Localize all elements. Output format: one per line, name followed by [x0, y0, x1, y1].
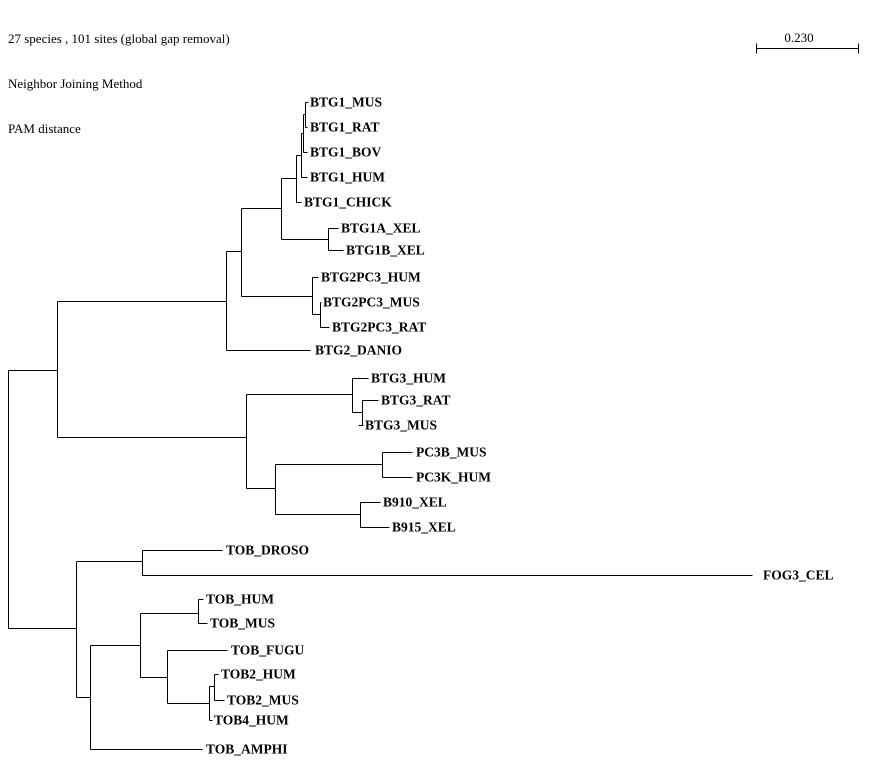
distance-line: PAM distance — [8, 121, 81, 136]
taxon-label: BTG1_BOV — [310, 145, 382, 160]
tree-info-header: 27 species , 101 sites (global gap remov… — [8, 1, 230, 166]
taxon-label: BTG1B_XEL — [346, 243, 425, 258]
taxon-label: B915_XEL — [392, 520, 456, 535]
taxon-label: BTG3_RAT — [381, 393, 451, 408]
taxon-label: BTG1_MUS — [310, 95, 382, 110]
taxon-label: TOB_FUGU — [231, 643, 305, 658]
method-line: Neighbor Joining Method — [8, 76, 143, 91]
taxon-label: TOB_HUM — [206, 592, 274, 607]
taxon-label: TOB_DROSO — [226, 543, 309, 558]
taxon-label: BTG1_CHICK — [304, 195, 392, 210]
taxon-label: TOB2_MUS — [227, 693, 299, 708]
taxon-label: BTG1_HUM — [310, 170, 385, 185]
taxon-label: TOB2_HUM — [221, 667, 296, 682]
taxon-label: BTG2_DANIO — [315, 343, 402, 358]
taxon-label: PC3K_HUM — [416, 470, 491, 485]
species-sites-line: 27 species , 101 sites (global gap remov… — [8, 31, 230, 46]
taxon-label: BTG1_RAT — [310, 120, 380, 135]
taxon-label: BTG2PC3_HUM — [321, 270, 421, 285]
taxon-label: FOG3_CEL — [763, 568, 834, 583]
taxon-label: BTG2PC3_MUS — [323, 295, 420, 310]
taxon-label: BTG3_MUS — [365, 418, 437, 433]
taxon-label: BTG2PC3_RAT — [332, 320, 426, 335]
taxon-label: PC3B_MUS — [416, 445, 487, 460]
taxon-label: TOB4_HUM — [214, 713, 289, 728]
scale-bar-value: 0.230 — [784, 30, 813, 45]
taxon-label: BTG1A_XEL — [341, 221, 421, 236]
taxon-label: BTG3_HUM — [371, 371, 446, 386]
taxon-label: B910_XEL — [383, 495, 447, 510]
taxon-label: TOB_MUS — [210, 616, 275, 631]
taxon-label: TOB_AMPHI — [206, 742, 288, 757]
